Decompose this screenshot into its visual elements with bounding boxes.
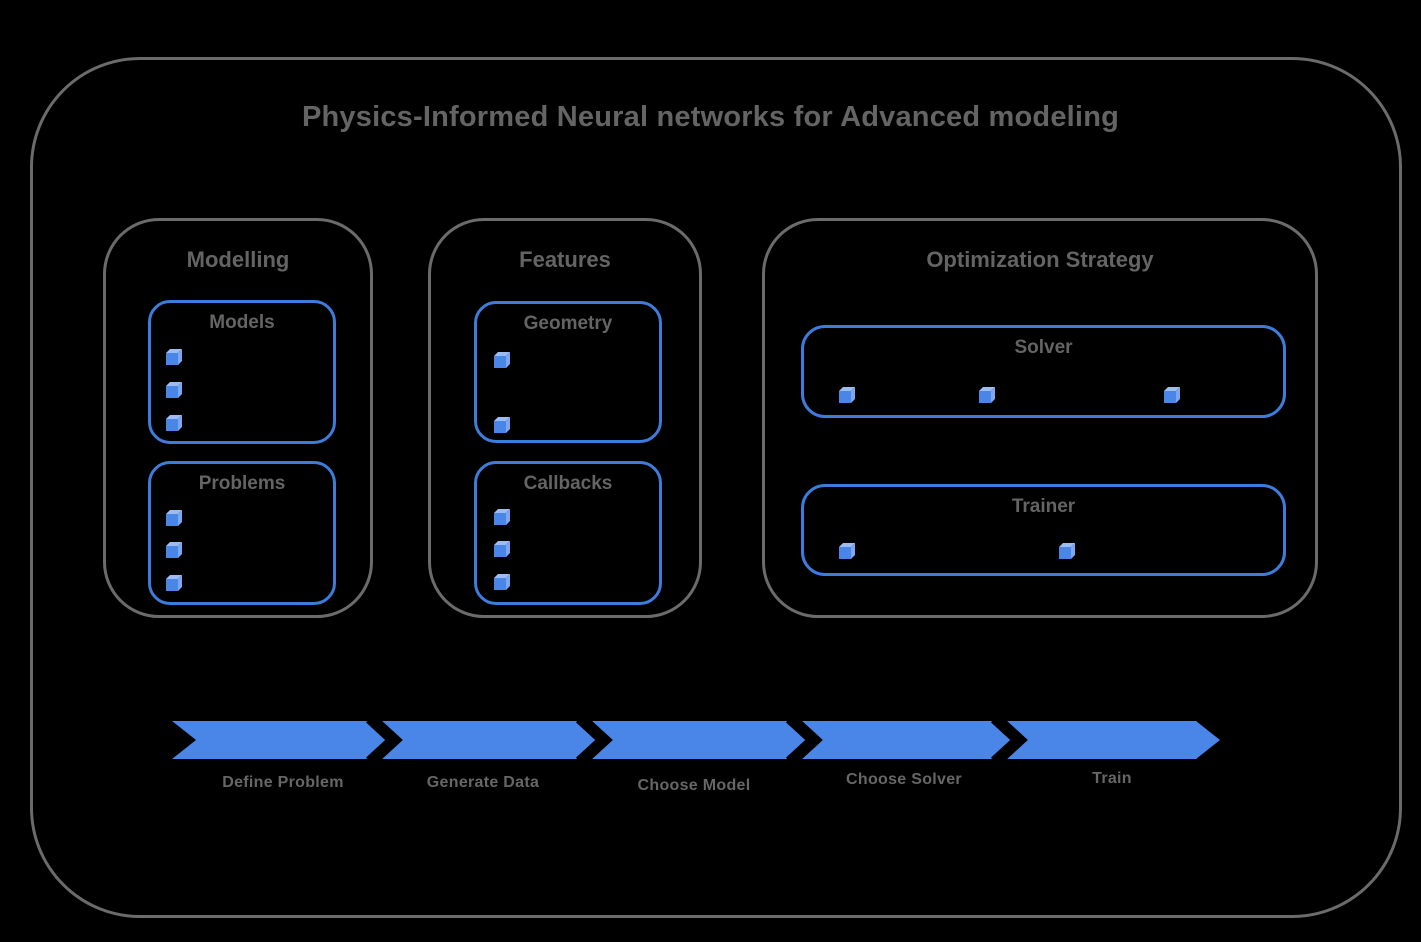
step-label-choose-solver: Choose Solver: [846, 771, 962, 788]
step-label-choose-model: Choose Model: [637, 777, 751, 794]
cube-icon: [494, 421, 506, 433]
step-label-generate-data: Generate Data: [426, 774, 540, 791]
section-modelling: Modelling Models Problems: [103, 218, 373, 618]
card-title: Models: [209, 312, 275, 333]
section-optimization-strategy: Optimization Strategy Solver Trainer: [762, 218, 1318, 618]
workflow-arrow: [172, 713, 1232, 767]
cube-icon: [166, 386, 178, 398]
outer-frame: [30, 57, 1402, 918]
chevron-arrow-icon: [172, 713, 1220, 767]
page-title: Physics-Informed Neural networks for Adv…: [301, 101, 1120, 133]
cube-icon: [1059, 547, 1071, 559]
cube-icon: [166, 514, 178, 526]
card-models: Models: [148, 300, 336, 444]
card-title: Geometry: [523, 313, 613, 334]
step-label-train: Train: [1092, 770, 1132, 787]
card-callbacks: Callbacks: [474, 461, 662, 605]
cube-icon: [494, 356, 506, 368]
cube-icon: [1164, 391, 1176, 403]
cube-icon: [494, 545, 506, 557]
card-problems: Problems: [148, 461, 336, 605]
card-title: Solver: [1014, 337, 1073, 358]
step-label-define-problem: Define Problem: [222, 774, 344, 791]
cube-icon: [166, 353, 178, 365]
cube-icon: [166, 419, 178, 431]
section-title: Modelling: [186, 247, 290, 272]
card-geometry: Geometry: [474, 301, 662, 443]
card-title: Problems: [198, 473, 286, 494]
card-title: Trainer: [1011, 496, 1076, 517]
cube-icon: [494, 513, 506, 525]
cube-icon: [494, 578, 506, 590]
cube-icon: [166, 579, 178, 591]
card-trainer: Trainer: [801, 484, 1286, 576]
card-title: Callbacks: [523, 473, 613, 494]
section-features: Features Geometry Callbacks: [428, 218, 702, 618]
cube-icon: [166, 546, 178, 558]
cube-icon: [839, 547, 851, 559]
cube-icon: [979, 391, 991, 403]
cube-icon: [839, 391, 851, 403]
card-solver: Solver: [801, 325, 1286, 418]
section-title: Features: [519, 247, 611, 272]
section-title: Optimization Strategy: [926, 247, 1154, 272]
